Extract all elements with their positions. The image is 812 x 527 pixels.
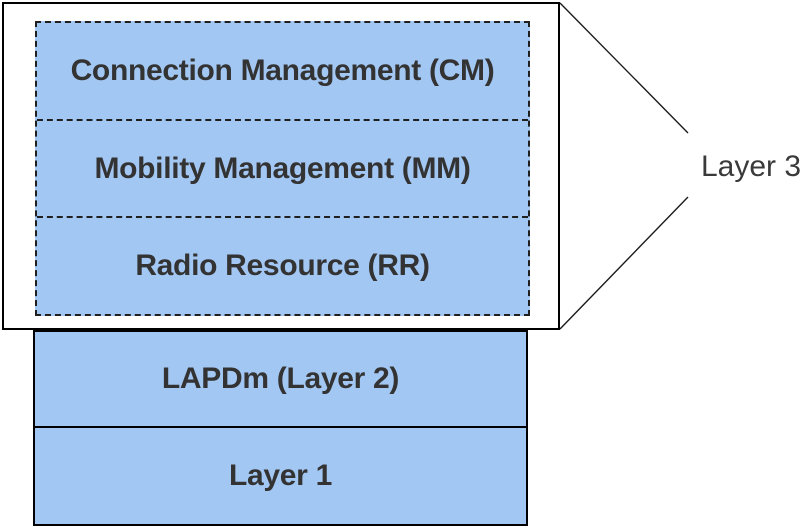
- layer1-label: Layer 1: [229, 459, 332, 492]
- sublayer-box-rr: Radio Resource (RR): [37, 216, 528, 314]
- layer2-label: LAPDm (Layer 2): [161, 362, 400, 395]
- layer2-box: LAPDm (Layer 2): [33, 330, 528, 428]
- layer3-callout-line-top: [559, 2, 689, 134]
- sublayer-label-rr: Radio Resource (RR): [135, 249, 430, 283]
- layer3-sublayer-stack: Connection Management (CM) Mobility Mana…: [35, 21, 530, 316]
- layer3-callout-line-bottom: [559, 196, 689, 330]
- layer3-callout-label: Layer 3: [701, 150, 802, 183]
- layer3-group-box: Connection Management (CM) Mobility Mana…: [2, 2, 560, 330]
- sublayer-label-cm: Connection Management (CM): [70, 53, 495, 87]
- sublayer-label-mm: Mobility Management (MM): [94, 151, 471, 185]
- sublayer-box-cm: Connection Management (CM): [37, 23, 528, 119]
- layer1-box: Layer 1: [33, 426, 528, 526]
- sublayer-box-mm: Mobility Management (MM): [37, 118, 528, 217]
